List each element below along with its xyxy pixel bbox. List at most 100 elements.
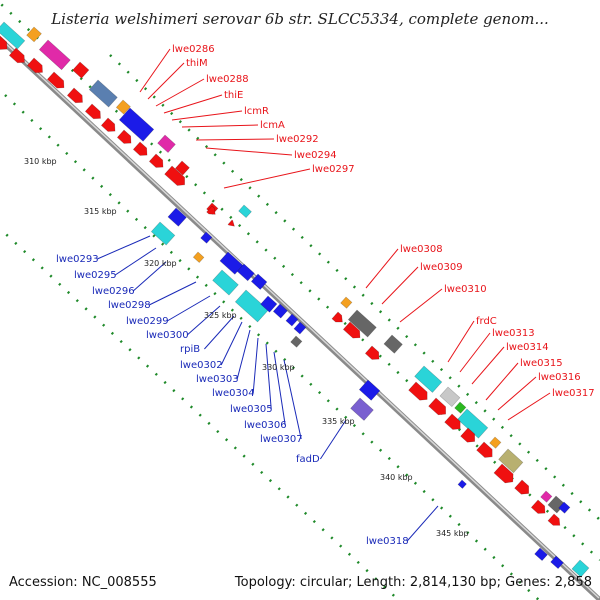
reverse-gene-block xyxy=(285,313,299,327)
forward-gene-arrow xyxy=(0,35,8,50)
kbp-label: 325 kbp xyxy=(204,311,237,320)
forward-gene-arrow xyxy=(84,103,101,120)
reverse-gene-block xyxy=(200,231,213,244)
leader-line xyxy=(114,247,157,276)
leader-line xyxy=(447,320,475,363)
leader-line xyxy=(497,376,537,411)
gene-label[interactable]: lwe0297 xyxy=(312,164,355,175)
leader-line xyxy=(204,315,235,350)
leader-line xyxy=(507,392,551,421)
gene-block xyxy=(414,365,443,393)
gene-label[interactable]: lwe0298 xyxy=(108,300,151,311)
gene-block xyxy=(238,204,252,219)
gene-label[interactable]: lwe0314 xyxy=(506,342,549,353)
gene-block xyxy=(38,39,71,71)
forward-gene-arrow xyxy=(132,141,148,156)
gene-label[interactable]: lwe0303 xyxy=(196,374,239,385)
gene-label[interactable]: lwe0295 xyxy=(74,270,117,281)
gene-block xyxy=(118,107,155,142)
gene-label[interactable]: lwe0286 xyxy=(172,44,215,55)
forward-gene-arrow xyxy=(46,71,65,89)
forward-gene-arrow xyxy=(514,479,530,495)
gene-label[interactable]: lwe0308 xyxy=(400,244,443,255)
gene-label[interactable]: lwe0294 xyxy=(294,150,337,161)
gene-label[interactable]: lwe0318 xyxy=(366,536,409,547)
gene-label[interactable]: lwe0292 xyxy=(276,134,319,145)
gene-label[interactable]: lwe0304 xyxy=(212,388,255,399)
forward-gene-arrow xyxy=(148,153,164,168)
gene-label[interactable]: lwe0299 xyxy=(126,316,169,327)
gene-label[interactable]: lwe0302 xyxy=(180,360,223,371)
leader-line xyxy=(220,321,243,366)
gene-label[interactable]: lwe0293 xyxy=(56,254,99,265)
gene-block xyxy=(26,26,42,43)
leader-line xyxy=(139,48,171,93)
reverse-gene-block xyxy=(167,207,187,227)
label-leaders xyxy=(97,48,551,542)
kbp-label: 340 kbp xyxy=(380,473,413,482)
forward-gene-arrow xyxy=(116,129,132,144)
reverse-gene-block xyxy=(358,379,381,401)
gene-block xyxy=(174,160,190,176)
leader-line xyxy=(265,343,272,410)
gene-label[interactable]: lwe0306 xyxy=(244,420,287,431)
leader-line xyxy=(252,337,259,394)
forward-gene-arrow xyxy=(331,311,343,323)
leader-line xyxy=(181,124,259,128)
reverse-gene-block xyxy=(457,479,467,489)
leader-line xyxy=(147,62,185,100)
reverse-gene-block xyxy=(534,547,548,562)
forward-gene-arrow xyxy=(206,205,216,215)
forward-gene-arrow xyxy=(547,513,561,526)
gene-label[interactable]: lwe0305 xyxy=(230,404,273,415)
gene-label[interactable]: lcmR xyxy=(244,106,269,117)
leader-line xyxy=(166,295,211,322)
forward-gene-arrow xyxy=(530,499,546,514)
forward-gene-arrow xyxy=(428,397,446,416)
gene-label[interactable]: lwe0288 xyxy=(206,74,249,85)
tick-dot-line xyxy=(0,226,401,600)
tick-dot-line xyxy=(109,54,600,521)
kbp-label: 345 kbp xyxy=(436,529,469,538)
reverse-gene-block xyxy=(571,559,590,578)
gene-label[interactable]: lwe0309 xyxy=(420,262,463,273)
gene-label[interactable]: frdC xyxy=(476,316,497,327)
gene-label[interactable]: lwe0317 xyxy=(552,388,595,399)
leader-line xyxy=(186,305,221,336)
gene-label[interactable]: rpiB xyxy=(180,344,200,355)
gene-block xyxy=(383,334,403,354)
gene-label[interactable]: lcmA xyxy=(260,120,285,131)
forward-gene-arrow xyxy=(493,463,514,484)
gene-label[interactable]: thiM xyxy=(186,58,208,69)
gene-block xyxy=(115,99,131,115)
gene-label[interactable]: fadD xyxy=(296,454,320,465)
reverse-gene-block xyxy=(192,251,205,263)
gene-block xyxy=(498,448,524,474)
gene-label[interactable]: lwe0313 xyxy=(492,328,535,339)
gene-label[interactable]: lwe0316 xyxy=(538,372,581,383)
gene-label[interactable]: thiE xyxy=(224,90,243,101)
leader-line xyxy=(148,281,197,306)
gene-label[interactable]: lwe0315 xyxy=(520,358,563,369)
forward-gene-arrow xyxy=(364,345,380,360)
forward-gene-arrow xyxy=(342,321,361,339)
reverse-gene-block xyxy=(212,269,239,296)
gene-label[interactable]: lwe0296 xyxy=(92,286,135,297)
gene-block xyxy=(558,501,571,514)
reverse-gene-block xyxy=(272,303,288,319)
gene-label[interactable]: lwe0307 xyxy=(260,434,303,445)
leader-line xyxy=(205,147,293,156)
gene-label[interactable]: lwe0300 xyxy=(146,330,189,341)
leader-line xyxy=(365,248,399,289)
reverse-gene-block xyxy=(236,263,255,282)
forward-gene-arrow xyxy=(100,117,116,132)
gene-label[interactable]: lwe0310 xyxy=(444,284,487,295)
gene-block xyxy=(439,386,461,408)
leader-line xyxy=(171,110,243,121)
reverse-gene-block xyxy=(290,335,303,348)
leader-line xyxy=(406,505,439,542)
kbp-label: 335 kbp xyxy=(322,417,355,426)
